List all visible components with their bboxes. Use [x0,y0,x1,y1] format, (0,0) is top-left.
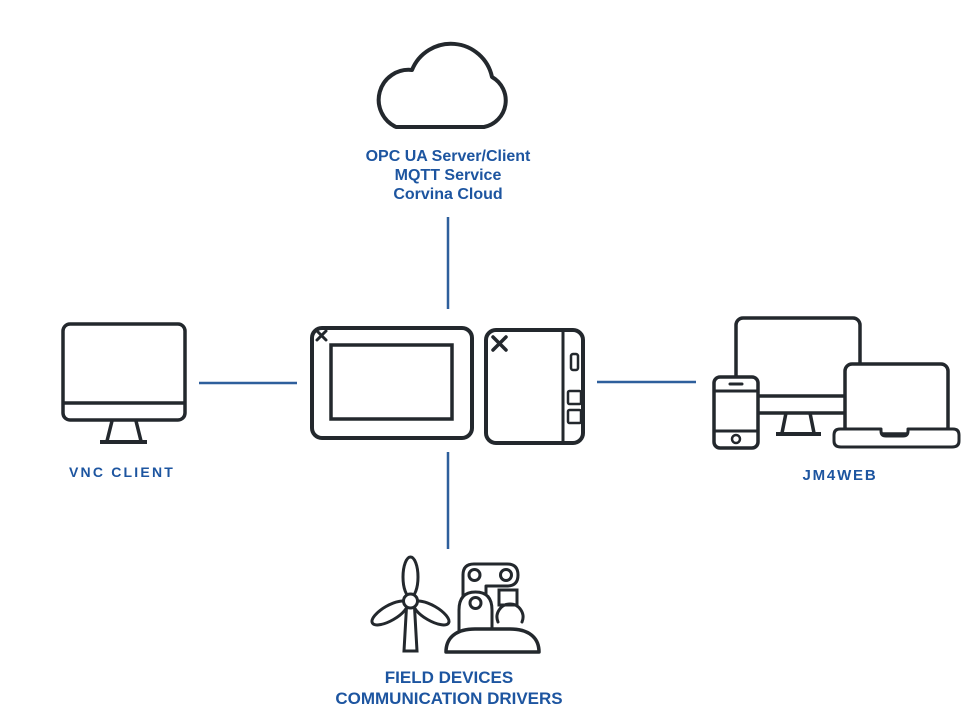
gateway-box-icon [484,328,585,445]
smartphone-icon [712,375,760,450]
cloud-label: OPC UA Server/Client MQTT Service Corvin… [297,147,599,204]
desktop-monitor-icon [61,322,187,444]
cloud-label-line-1: OPC UA Server/Client [365,148,531,165]
field-label-line-2: COMMUNICATION DRIVERS [335,689,563,708]
wind-turbine-icon [370,555,451,653]
laptop-icon [832,362,961,449]
field-label-line-1: FIELD DEVICES [384,668,514,687]
vnc-client-label: VNC CLIENT [69,464,175,480]
cloud-label-line-2: MQTT Service [394,167,502,184]
hmi-touch-panel-icon [310,326,474,440]
cloud-label-line-3: Corvina Cloud [393,186,503,203]
robot-arm-icon [444,562,541,654]
jm4web-devices [712,316,961,450]
jm4web-label: JM4WEB [802,467,878,484]
cloud-icon [376,41,508,129]
x-logo-icon [491,335,508,352]
field-devices-label: FIELD DEVICES COMMUNICATION DRIVERS [297,667,601,709]
x-logo-icon [315,329,328,342]
